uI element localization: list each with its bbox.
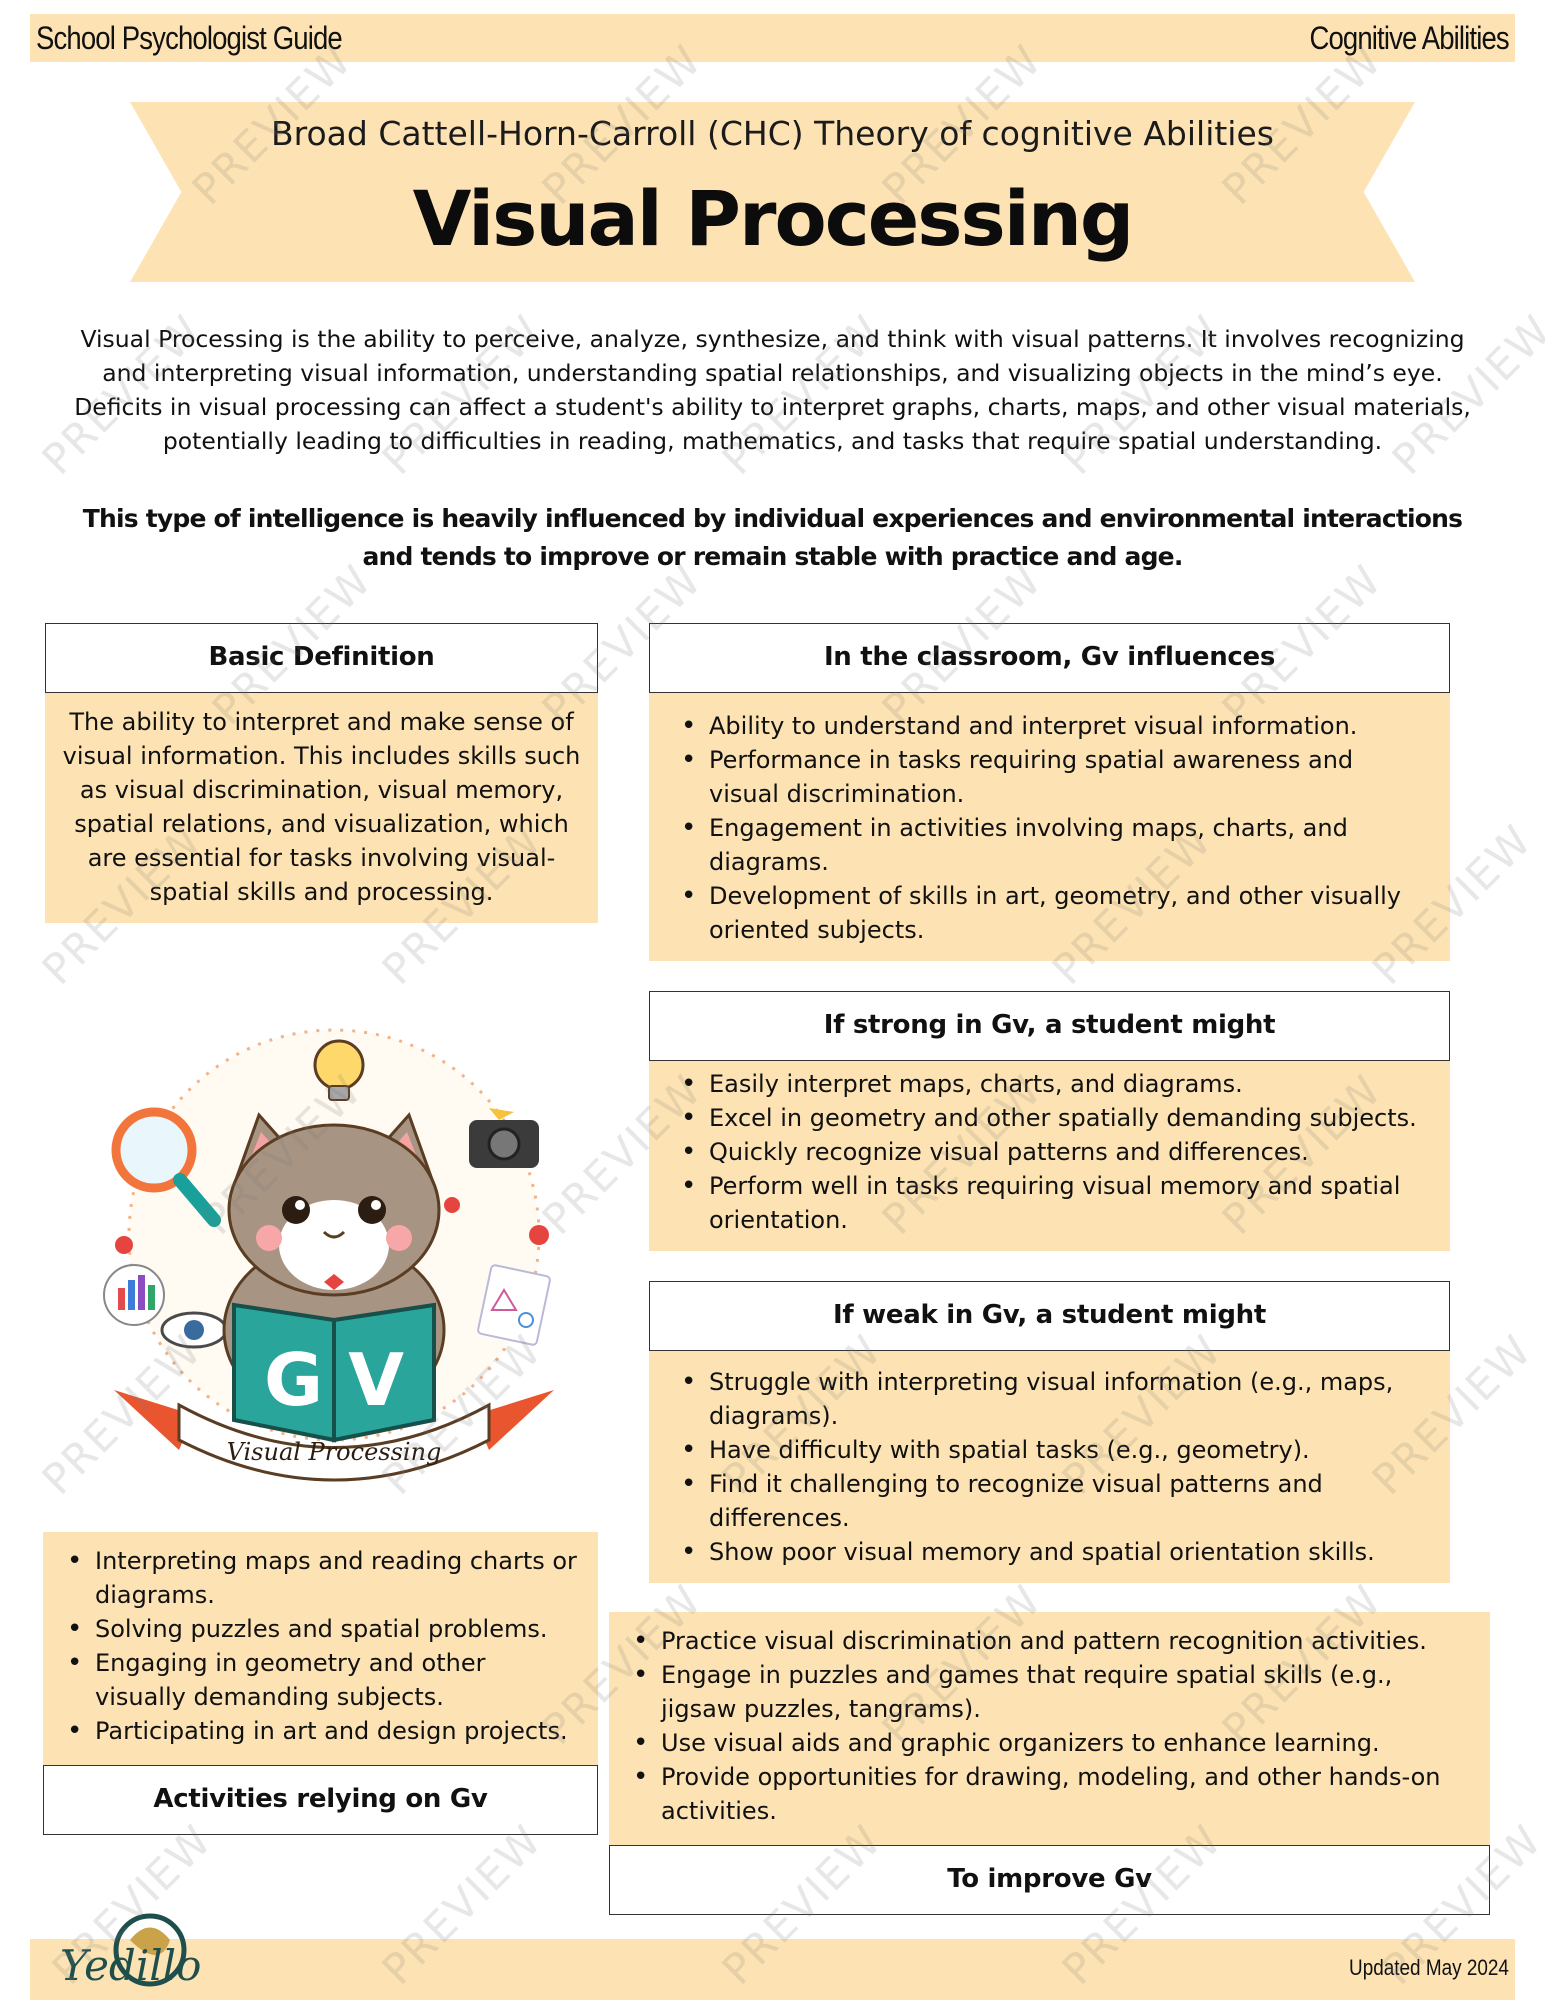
- activities-body: Interpreting maps and reading charts or …: [43, 1532, 598, 1765]
- strong-title: If strong in Gv, a student might: [823, 1010, 1276, 1040]
- list-item: Use visual aids and graphic organizers t…: [621, 1726, 1460, 1760]
- lightbulb-icon: [313, 1039, 365, 1101]
- title-banner: Broad Cattell-Horn-Carroll (CHC) Theory …: [130, 102, 1415, 282]
- list-item: Solving puzzles and spatial problems.: [55, 1612, 578, 1646]
- list-item: Practice visual discrimination and patte…: [621, 1624, 1460, 1658]
- list-item: Perform well in tasks requiring visual m…: [669, 1169, 1420, 1237]
- magnifier-icon: [111, 1107, 221, 1227]
- flower-icon: [444, 1197, 460, 1213]
- basic-definition-title: Basic Definition: [208, 642, 435, 672]
- improve-heading: To improve Gv: [609, 1845, 1490, 1915]
- logo-text: Yedillo: [60, 1941, 201, 1990]
- list-item: Find it challenging to recognize visual …: [669, 1467, 1420, 1535]
- list-item: Engage in puzzles and games that require…: [621, 1658, 1460, 1726]
- list-item: Engagement in activities involving maps,…: [669, 811, 1420, 879]
- basic-definition-heading: Basic Definition: [45, 623, 598, 693]
- list-item: Quickly recognize visual patterns and di…: [669, 1135, 1420, 1169]
- improve-list: Practice visual discrimination and patte…: [621, 1624, 1460, 1828]
- improve-title: To improve Gv: [947, 1864, 1152, 1894]
- cat-reading-illustration: G V Visual Processing: [103, 1028, 554, 1482]
- classroom-title: In the classroom, Gv influences: [823, 642, 1276, 672]
- basic-definition-body: The ability to interpret and make sense …: [45, 693, 598, 923]
- list-item: Easily interpret maps, charts, and diagr…: [669, 1067, 1420, 1101]
- bar-chart-icon: [103, 1264, 165, 1326]
- list-item: Ability to understand and interpret visu…: [669, 709, 1420, 743]
- header-category: Cognitive Abilities: [1309, 20, 1510, 56]
- highlight-note: This type of intelligence is heavily inf…: [82, 504, 1463, 571]
- ribbon-text: Visual Processing: [227, 1438, 442, 1466]
- list-item: Development of skills in art, geometry, …: [669, 879, 1420, 947]
- strong-list: Easily interpret maps, charts, and diagr…: [669, 1067, 1420, 1237]
- list-item: Have difficulty with spatial tasks (e.g.…: [669, 1433, 1420, 1467]
- weak-title: If weak in Gv, a student might: [833, 1300, 1266, 1330]
- list-item: Interpreting maps and reading charts or …: [55, 1544, 578, 1612]
- list-item: Show poor visual memory and spatial orie…: [669, 1535, 1420, 1569]
- camera-icon: [469, 1108, 539, 1168]
- activities-list: Interpreting maps and reading charts or …: [55, 1544, 578, 1748]
- list-item: Engaging in geometry and other visually …: [55, 1646, 578, 1714]
- book-icon: G V: [232, 1302, 436, 1443]
- activities-title: Activities relying on Gv: [153, 1784, 488, 1814]
- weak-list: Struggle with interpreting visual inform…: [669, 1365, 1420, 1569]
- improve-body: Practice visual discrimination and patte…: [609, 1612, 1490, 1845]
- flower-icon: [115, 1236, 133, 1254]
- page-title: Visual Processing: [412, 174, 1135, 263]
- list-item: Performance in tasks requiring spatial a…: [669, 743, 1420, 811]
- strong-heading: If strong in Gv, a student might: [649, 991, 1450, 1061]
- footer-bar: Updated May 2024: [30, 1939, 1515, 2000]
- shapes-card-icon: [477, 1264, 551, 1346]
- header-guide-title: School Psychologist Guide: [36, 20, 343, 56]
- brand-logo: Yedillo: [60, 1913, 201, 1990]
- updated-date: Updated May 2024: [1349, 1955, 1509, 1980]
- flower-icon: [529, 1225, 549, 1245]
- eye-icon: [160, 1311, 228, 1349]
- basic-definition-text: The ability to interpret and make sense …: [62, 708, 581, 906]
- weak-heading: If weak in Gv, a student might: [649, 1281, 1450, 1351]
- banner-subtitle: Broad Cattell-Horn-Carroll (CHC) Theory …: [271, 114, 1274, 153]
- list-item: Excel in geometry and other spatially de…: [669, 1101, 1420, 1135]
- classroom-body: Ability to understand and interpret visu…: [649, 693, 1450, 961]
- strong-body: Easily interpret maps, charts, and diagr…: [649, 1061, 1450, 1251]
- list-item: Participating in art and design projects…: [55, 1714, 578, 1748]
- ribbon-banner: Visual Processing: [114, 1390, 554, 1482]
- weak-body: Struggle with interpreting visual inform…: [649, 1351, 1450, 1583]
- classroom-list: Ability to understand and interpret visu…: [669, 709, 1420, 947]
- list-item: Struggle with interpreting visual inform…: [669, 1365, 1420, 1433]
- top-header-bar: School Psychologist Guide Cognitive Abil…: [30, 14, 1515, 62]
- list-item: Provide opportunities for drawing, model…: [621, 1760, 1460, 1828]
- classroom-heading: In the classroom, Gv influences: [649, 623, 1450, 693]
- book-letters: G V: [264, 1338, 404, 1422]
- intro-paragraph: Visual Processing is the ability to perc…: [74, 325, 1471, 455]
- activities-heading: Activities relying on Gv: [43, 1765, 598, 1835]
